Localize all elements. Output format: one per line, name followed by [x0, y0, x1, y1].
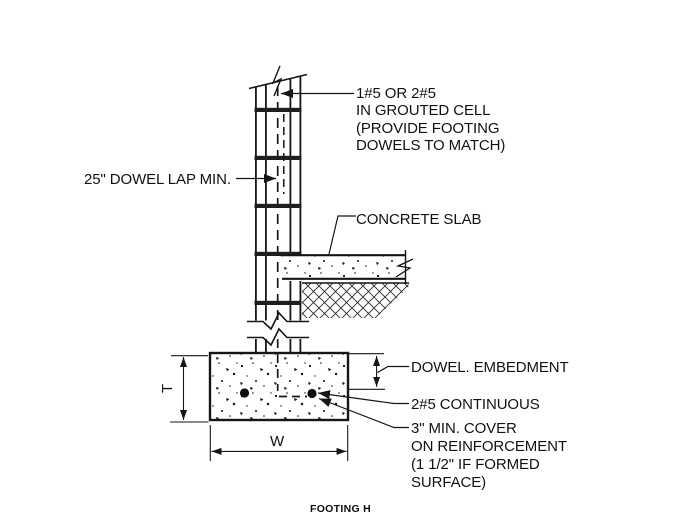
- vertical-rebar-dashed: [276, 86, 307, 398]
- dimension-dowel-embedment: [349, 356, 385, 390]
- leader-continuous-rebar: [317, 390, 409, 405]
- note-grouted-cell-line1: 1#5 OR 2#5: [356, 85, 436, 102]
- slab-break-zigzag: [395, 258, 414, 278]
- leader-cover-note: [318, 397, 409, 429]
- leader-lines: [236, 89, 409, 429]
- footing: [208, 351, 384, 422]
- note-grouted-cell-line2: IN GROUTED CELL: [356, 102, 491, 120]
- dimension-thickness-T: [170, 355, 209, 423]
- note-continuous-rebar: 2#5 CONTINUOUS: [411, 396, 540, 413]
- concrete-slab: [281, 250, 414, 284]
- compacted-fill-hatch: [302, 282, 409, 318]
- dimension-label-width: W: [270, 433, 285, 450]
- note-grouted-cell: 1#5 OR 2#5 IN GROUTED CELL (PROVIDE FOOT…: [356, 85, 505, 155]
- note-cover-line3: (1 1/2" IF FORMED: [411, 456, 540, 473]
- detail-caption: FOOTING H: [310, 503, 372, 515]
- note-cover: 3" MIN. COVER ON REINFORCEMENT (1 1/2" I…: [411, 420, 567, 492]
- leader-dowel-embedment: [377, 365, 409, 374]
- wall-break-lines: [247, 311, 309, 347]
- note-cover-line2: ON REINFORCEMENT: [411, 438, 567, 455]
- note-dowel-lap: 25" DOWEL LAP MIN.: [84, 171, 231, 188]
- note-concrete-slab: CONCRETE SLAB: [356, 211, 482, 228]
- continuous-rebar-left-dot: [239, 388, 250, 398]
- note-grouted-cell-line4: DOWELS TO MATCH): [356, 137, 506, 155]
- note-grouted-cell-line3: (PROVIDE FOOTING: [356, 119, 500, 137]
- note-dowel-embedment: DOWEL. EMBEDMENT: [411, 359, 569, 376]
- dimension-width-W: [209, 425, 349, 461]
- dimension-label-thickness: T: [159, 383, 177, 394]
- note-cover-line1: 3" MIN. COVER: [411, 420, 517, 437]
- leader-concrete-slab: [328, 215, 356, 255]
- cmu-wall: [247, 65, 309, 398]
- continuous-rebar-right-dot: [307, 388, 317, 399]
- note-cover-line4: SURFACE): [411, 474, 487, 491]
